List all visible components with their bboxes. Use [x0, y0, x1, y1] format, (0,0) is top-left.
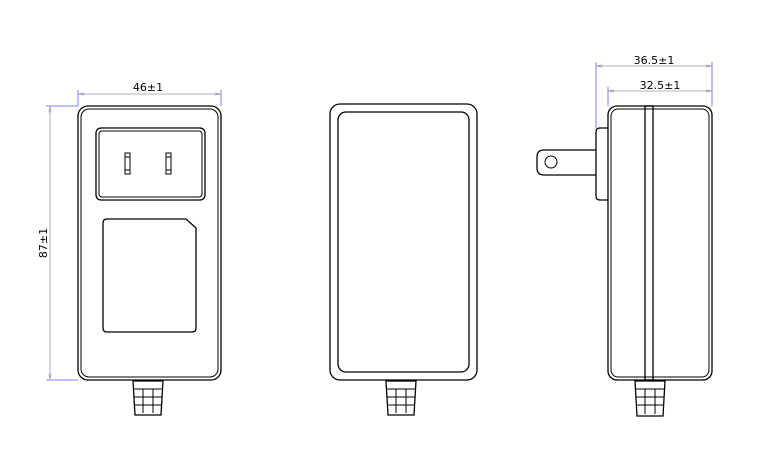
label-area	[102, 218, 197, 333]
side-inner-body	[610, 108, 710, 378]
plug-recess	[95, 127, 206, 201]
seam-band	[644, 105, 654, 381]
body-depth-dimension-label: 32.5±1	[640, 79, 681, 92]
side-view: 36.5±1 32.5±1	[536, 54, 713, 417]
back-outer-body	[329, 103, 478, 381]
plug-pin-right	[165, 152, 172, 175]
front-view: 46±1 87±1	[37, 81, 222, 416]
strain-relief-front	[132, 380, 164, 416]
blade-hole	[544, 155, 558, 169]
overall-depth-dimension-label: 36.5±1	[634, 54, 675, 67]
front-outer-body	[77, 105, 222, 381]
plug-base	[595, 127, 608, 201]
height-dimension-label: 87±1	[37, 228, 50, 258]
plug-recess-inner	[98, 130, 203, 198]
front-inner-body	[80, 108, 219, 378]
back-inner-panel	[337, 111, 470, 373]
strain-relief-side	[634, 380, 666, 417]
back-view	[329, 103, 478, 416]
strain-relief-back	[385, 380, 417, 416]
side-outer-body	[607, 105, 713, 381]
width-dimension-label: 46±1	[133, 81, 163, 94]
plug-pin-left	[124, 152, 131, 175]
plug-blade	[536, 149, 596, 176]
